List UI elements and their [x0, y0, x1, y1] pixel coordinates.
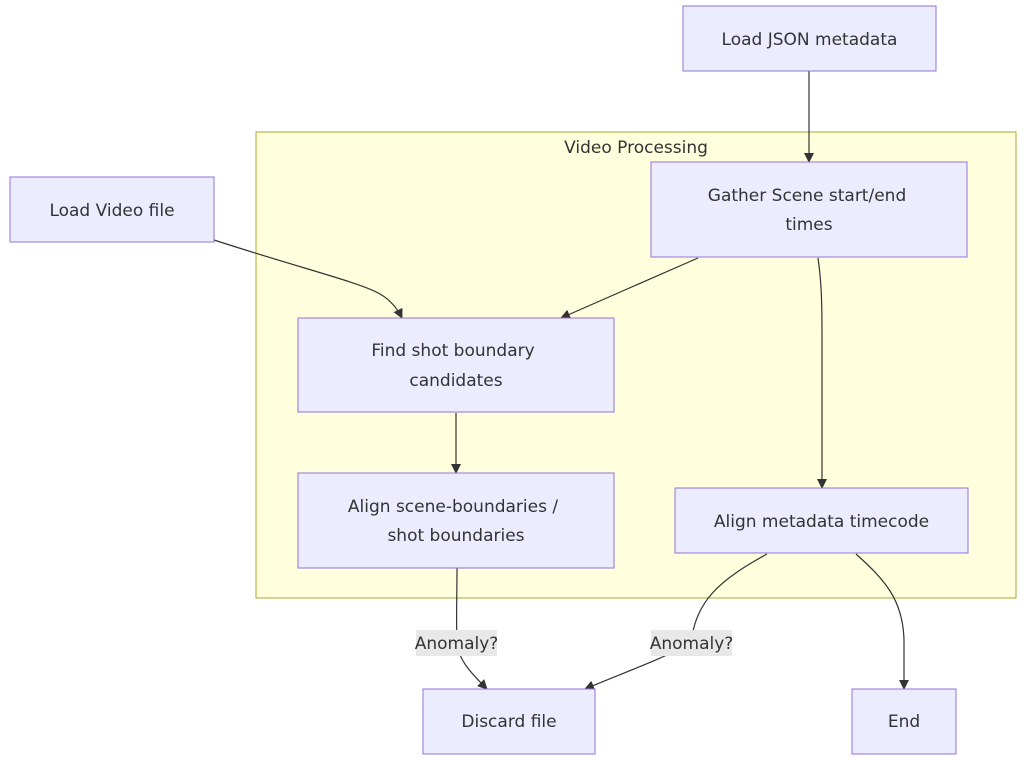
node-box[interactable]	[422, 688, 596, 755]
node-label: End	[888, 712, 920, 732]
node-label: Load JSON metadata	[722, 30, 898, 50]
edge-gather-scene-to-find-shot	[560, 257, 699, 319]
edge-label-background	[651, 630, 732, 656]
node-gather-scene-times[interactable]: Gather Scene start/end times	[650, 161, 968, 258]
node-find-shot-boundary-candidates[interactable]: Find shot boundary candidates	[297, 317, 615, 413]
node-box[interactable]	[650, 161, 968, 258]
node-label-line-2: times	[785, 215, 832, 235]
node-box[interactable]	[674, 487, 969, 554]
edge-load-video-to-find-shot	[213, 239, 403, 319]
node-align-metadata-timecode[interactable]: Align metadata timecode	[674, 487, 969, 554]
node-align-scene-shot-boundaries[interactable]: Align scene-boundaries / shot boundaries	[297, 472, 615, 569]
node-label: Align metadata timecode	[714, 512, 929, 532]
node-end[interactable]: End	[851, 688, 957, 755]
node-box[interactable]	[9, 176, 215, 243]
node-label-line-1: Align scene-boundaries /	[348, 497, 558, 517]
edge-align-metadata-to-end	[855, 553, 909, 690]
node-label: Load Video file	[49, 201, 174, 221]
edge-label-anomaly-right: Anomaly?	[650, 630, 734, 656]
node-load-json-metadata[interactable]: Load JSON metadata	[682, 5, 937, 72]
subgraph-title: Video Processing	[564, 138, 708, 158]
node-label-line-1: Gather Scene start/end	[708, 186, 906, 206]
node-label-line-2: candidates	[409, 371, 502, 391]
edge-label-text: Anomaly?	[415, 634, 499, 654]
edge-label-background	[416, 630, 497, 656]
node-label: Discard file	[461, 712, 556, 732]
node-box[interactable]	[297, 472, 615, 569]
node-box[interactable]	[297, 317, 615, 413]
edge-gather-scene-to-align-metadata	[817, 257, 827, 489]
node-box[interactable]	[682, 5, 937, 72]
node-label-line-1: Find shot boundary	[371, 341, 534, 361]
node-label-line-2: shot boundaries	[387, 526, 524, 546]
node-load-video-file[interactable]: Load Video file	[9, 176, 215, 243]
edge-label-anomaly-left: Anomaly?	[415, 630, 499, 656]
node-discard-file[interactable]: Discard file	[422, 688, 596, 755]
edge-label-text: Anomaly?	[650, 634, 734, 654]
node-box[interactable]	[851, 688, 957, 755]
